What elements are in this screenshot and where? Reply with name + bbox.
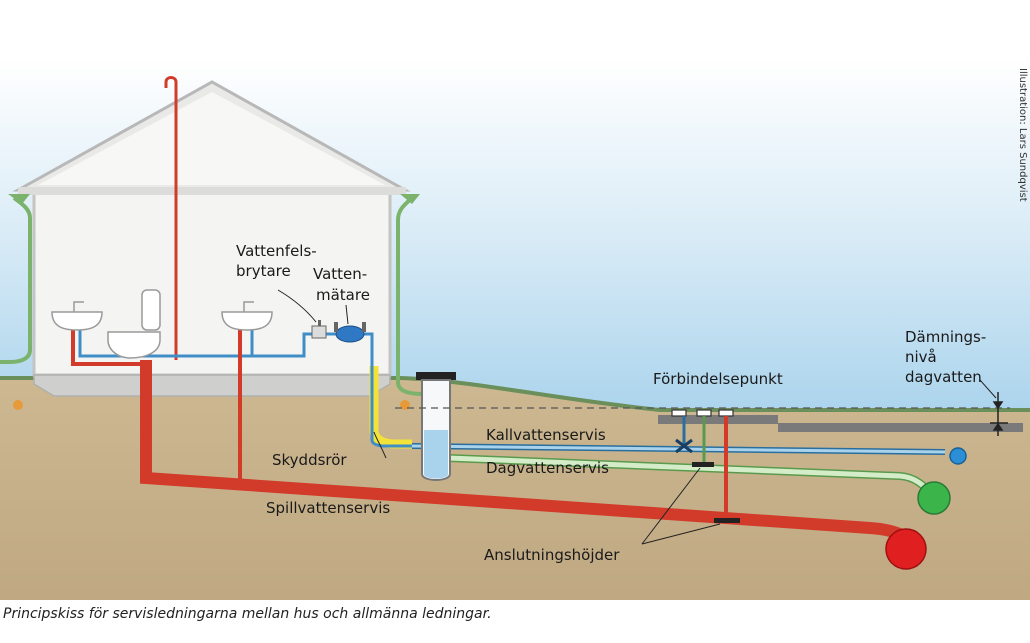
cold-water-house-line <box>78 326 420 448</box>
leader-breaker <box>277 289 317 323</box>
label-damningsniva-1: Dämnings- <box>905 328 986 346</box>
vent-pipe <box>164 76 178 360</box>
house <box>12 80 411 397</box>
drain-marker-left-icon <box>13 400 23 410</box>
water-meter-icon <box>334 322 366 343</box>
leader-protective <box>373 431 387 459</box>
label-vattenmatare-2: mätare <box>316 286 370 304</box>
leader-meter <box>345 304 349 325</box>
drain-basin-1 <box>71 326 150 366</box>
washbasin-right-icon <box>221 301 273 331</box>
toilet-icon <box>107 289 161 359</box>
storm-water-well-icon <box>416 372 456 481</box>
label-vattenfelsbrytare-1: Vattenfels- <box>236 242 317 260</box>
main-cold-water-icon <box>949 447 967 465</box>
downspout-right <box>396 196 440 396</box>
washbasin-left-icon <box>51 301 103 331</box>
label-anslutningshojder: Anslutningshöjder <box>484 546 620 564</box>
leader-connection-1 <box>641 467 701 545</box>
gutter-right-icon <box>400 194 420 204</box>
leader-damming <box>979 379 997 399</box>
downspout-left <box>0 196 32 364</box>
illustration-credit: Illustration: Lars Sundqvist <box>1017 68 1028 202</box>
main-storm-water-icon <box>917 481 951 515</box>
leader-connection-2 <box>641 523 721 545</box>
diagram-caption: Principskiss för servisledningarna mella… <box>3 606 492 622</box>
street-slab-2 <box>778 423 1023 432</box>
label-spillvattenservis: Spillvattenservis <box>266 499 390 517</box>
gutter-left-icon <box>8 194 30 204</box>
label-dagvattenservis: Dagvattenservis <box>486 459 609 477</box>
label-damningsniva-3: dagvatten <box>905 368 982 386</box>
protective-pipe <box>369 366 412 449</box>
label-vattenmatare-1: Vatten- <box>313 265 367 283</box>
label-damningsniva-2: nivå <box>905 348 937 366</box>
water-breaker-icon <box>311 320 327 339</box>
label-skyddsror: Skyddsrör <box>272 451 347 469</box>
main-sewer-icon <box>885 528 927 570</box>
ground <box>0 378 1030 600</box>
label-forbindelsepunkt: Förbindelsepunkt <box>653 370 783 388</box>
street-slab-1 <box>658 415 778 424</box>
damming-level-marker-icon <box>990 392 1008 436</box>
label-kallvattenservis: Kallvattenservis <box>486 426 606 444</box>
connection-point-icon <box>671 409 740 523</box>
label-vattenfelsbrytare-2: brytare <box>236 262 291 280</box>
